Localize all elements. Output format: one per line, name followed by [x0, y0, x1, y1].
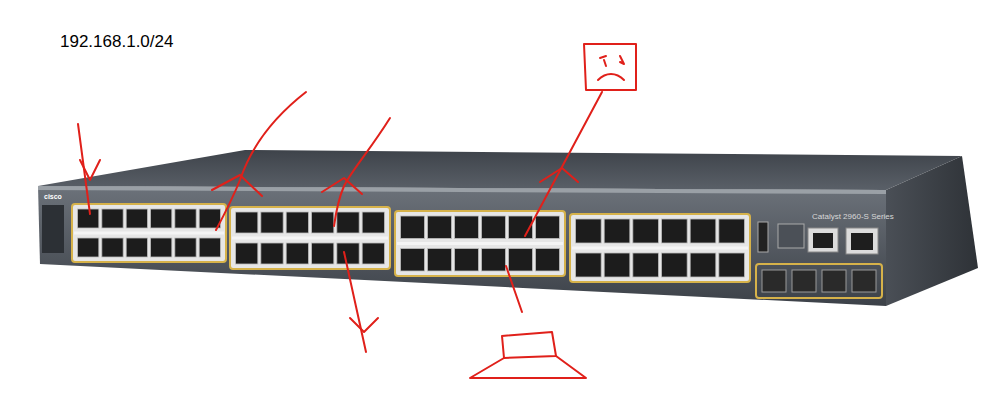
network-address: 192.168.1.0/24 — [60, 32, 173, 52]
port-groups — [72, 204, 750, 282]
sfp-frame — [756, 264, 882, 298]
ethernet-port — [126, 238, 147, 257]
ethernet-port — [286, 243, 308, 264]
mgmt-port — [846, 228, 878, 254]
port-divider — [397, 242, 563, 245]
ethernet-port — [662, 253, 688, 277]
arrow-line — [344, 252, 366, 352]
ethernet-port — [428, 216, 452, 239]
console-port — [808, 228, 838, 252]
ethernet-port — [482, 249, 506, 272]
ethernet-port — [576, 253, 602, 277]
ethernet-port — [102, 209, 123, 228]
ethernet-port — [102, 238, 123, 257]
ethernet-port — [151, 209, 172, 228]
console-port — [813, 233, 833, 248]
ethernet-port — [662, 219, 688, 243]
ethernet-port — [151, 238, 172, 257]
sad-face-eyes — [600, 56, 624, 66]
ethernet-port — [604, 253, 630, 277]
port-group — [570, 214, 750, 282]
ethernet-port — [455, 216, 479, 239]
leader-line — [506, 266, 522, 312]
ethernet-port — [690, 253, 716, 277]
arrow-line — [334, 118, 390, 226]
ethernet-port — [286, 212, 308, 233]
switch-top — [38, 150, 962, 190]
sfp-port — [792, 270, 816, 292]
arrow-line — [525, 92, 602, 236]
ethernet-port — [78, 209, 99, 228]
arrow-head — [350, 318, 378, 332]
ethernet-port — [337, 243, 359, 264]
sfp-ports — [762, 270, 876, 292]
switch-front — [38, 186, 886, 306]
arrow-head — [322, 178, 362, 194]
arrow-head — [212, 175, 262, 196]
ethernet-port — [536, 249, 560, 272]
console-panel — [778, 224, 804, 248]
ethernet-port — [199, 238, 220, 257]
arrow-head — [80, 160, 100, 180]
switch-side — [886, 156, 978, 306]
ethernet-port — [719, 253, 745, 277]
sad-face — [584, 44, 636, 90]
sfp-port — [762, 270, 786, 292]
ethernet-port — [604, 219, 630, 243]
sad-face-mouth — [598, 74, 624, 80]
ethernet-port — [455, 249, 479, 272]
port-group — [230, 207, 390, 269]
port-group — [395, 211, 565, 276]
arrow-head — [540, 168, 578, 182]
ethernet-port — [482, 216, 506, 239]
model-name: Catalyst 2960-S Series — [812, 212, 894, 221]
port-divider — [232, 237, 388, 240]
ethernet-port — [536, 216, 560, 239]
ethernet-port — [236, 212, 258, 233]
ethernet-port — [337, 212, 359, 233]
arrow-line — [216, 92, 306, 230]
ethernet-port — [576, 219, 602, 243]
ethernet-port — [428, 249, 452, 272]
sfp-port — [852, 270, 876, 292]
ethernet-port — [690, 219, 716, 243]
ethernet-port — [199, 209, 220, 228]
sfp-port — [822, 270, 846, 292]
ethernet-port — [236, 243, 258, 264]
ethernet-port — [175, 238, 196, 257]
ethernet-port — [312, 243, 334, 264]
ethernet-port — [312, 212, 334, 233]
ethernet-port — [633, 253, 659, 277]
port-divider — [572, 247, 748, 250]
laptop-screen — [502, 332, 556, 358]
ethernet-port — [362, 212, 384, 233]
brand-logo: cisco — [44, 193, 62, 200]
port-divider — [74, 232, 224, 235]
led-panel — [42, 205, 64, 253]
usb-port — [758, 222, 768, 252]
ethernet-port — [261, 212, 283, 233]
annotations — [78, 44, 636, 378]
port-group — [72, 204, 226, 262]
ethernet-port — [401, 249, 425, 272]
ethernet-port — [78, 238, 99, 257]
ethernet-port — [633, 219, 659, 243]
ethernet-port — [401, 216, 425, 239]
front-edge — [38, 186, 886, 194]
ethernet-port — [126, 209, 147, 228]
ethernet-port — [719, 219, 745, 243]
laptop-base — [470, 356, 586, 378]
ethernet-port — [261, 243, 283, 264]
ethernet-port — [509, 249, 533, 272]
ethernet-port — [175, 209, 196, 228]
mgmt-port — [851, 233, 873, 250]
ethernet-port — [362, 243, 384, 264]
